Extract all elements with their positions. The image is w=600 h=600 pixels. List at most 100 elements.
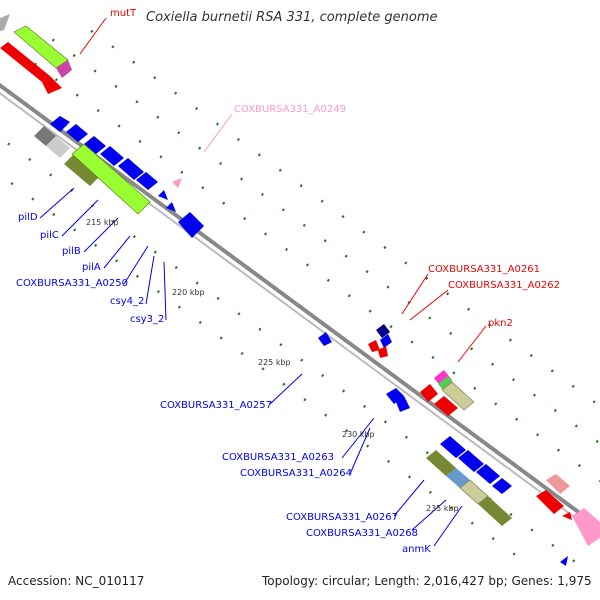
- tick-guide-dash: [387, 459, 391, 464]
- tick-guide-dash: [201, 186, 205, 190]
- gene-label-pilB: pilB: [62, 246, 81, 257]
- tick-guide-dash: [159, 155, 163, 159]
- tick-guide-dash: [362, 404, 367, 409]
- tick-guide-dash: [529, 353, 533, 358]
- tick-label-230: 230 kbp: [342, 430, 375, 439]
- tick-guide-dash: [10, 182, 14, 186]
- accession-text: Accession: NC_010117: [8, 574, 145, 588]
- tick-guide-dash: [344, 254, 348, 258]
- tick-guide-dash: [556, 448, 561, 452]
- tick-guide-dash: [180, 170, 184, 174]
- tick-guide-dash: [407, 475, 412, 479]
- tick-guide-dash: [111, 45, 115, 49]
- tick-guide-dash: [299, 184, 303, 188]
- tick-guide-dash: [174, 265, 178, 270]
- gene-label-mutT: mutT: [110, 8, 137, 19]
- tick-guide-dash: [117, 124, 121, 128]
- tick-guide-dash: [138, 139, 142, 144]
- tick-guide-dash: [28, 157, 32, 162]
- tick-guide-dash: [449, 506, 453, 510]
- tick-guide-dash: [511, 378, 516, 382]
- map-title: Coxiella burnetii RSA 331, complete geno…: [146, 10, 438, 25]
- feature-mutT: [0, 42, 62, 94]
- gene-label-a0249: COXBURSA331_A0249: [234, 104, 346, 115]
- tick-guide-dash: [509, 512, 513, 517]
- tick-guide-dash: [383, 245, 387, 250]
- feature-gray-pil: [34, 126, 70, 158]
- tick-guide-dash: [365, 270, 369, 274]
- feature-olive-pil: [64, 154, 100, 186]
- tick-guide-dash: [51, 38, 55, 42]
- tick-guide-dash: [261, 367, 265, 371]
- tick-guide-dash: [282, 382, 286, 386]
- tick-guide-dash: [284, 247, 289, 252]
- tick-guide-dash: [96, 108, 100, 113]
- tick-guide-dash: [342, 389, 346, 393]
- topology-summary-text: Topology: circular; Length: 2,016,427 bp…: [262, 574, 592, 588]
- gene-label-a0267: COXBURSA331_A0267: [286, 512, 398, 523]
- tick-guide-dash: [550, 369, 554, 373]
- tick-guide-dash: [258, 327, 262, 331]
- feature-blue-pil-row: [50, 116, 158, 190]
- tick-guide-dash: [530, 528, 534, 532]
- tick-guide-dash: [323, 239, 327, 243]
- gene-label-a0261: COXBURSA331_A0261: [428, 264, 540, 275]
- gene-label-a0262: COXBURSA331_A0262: [448, 280, 560, 291]
- tick-guide-dash: [452, 371, 456, 375]
- tick-guide-dash: [574, 424, 578, 428]
- tick-label-215: 215 kbp: [86, 218, 119, 227]
- feature-pink-a0249: [172, 178, 182, 188]
- tick-guide-dash: [508, 338, 512, 342]
- tick-guide-dash: [592, 400, 596, 404]
- tick-guide-dash: [156, 290, 160, 294]
- tick-guide-dash: [7, 142, 11, 146]
- feature-a0261-a0262: [368, 324, 392, 358]
- tick-guide-dash: [94, 243, 98, 247]
- feature-gray-top: [0, 14, 10, 32]
- gene-label-pilD: pilD: [18, 212, 38, 223]
- feature-blue-lower-row: [440, 436, 512, 494]
- tick-guide-dash: [72, 53, 76, 58]
- tick-guide-dash: [305, 263, 309, 267]
- feature-cog-green-top: [13, 25, 72, 78]
- tick-guide-dash: [114, 84, 118, 89]
- tick-guide-dash: [595, 439, 599, 444]
- tick-guide-dash: [326, 278, 330, 282]
- tick-guide-dash: [153, 76, 157, 80]
- tick-guide-dash: [431, 355, 435, 360]
- tick-guide-dash: [153, 250, 157, 254]
- tick-guide-dash: [300, 358, 304, 362]
- tick-guide-dash: [219, 336, 223, 340]
- feature-green-pil: [71, 143, 151, 215]
- tick-guide-dash: [177, 305, 181, 309]
- tick-guide-dash: [428, 316, 432, 320]
- tick-guide-dash: [321, 373, 325, 378]
- tick-guide-dash: [239, 177, 244, 181]
- tick-guide-dash: [195, 106, 199, 111]
- tick-guide-dash: [368, 309, 372, 313]
- tick-guide-dash: [215, 122, 220, 126]
- tick-guide-dash: [553, 408, 557, 413]
- tick-guide-dash: [487, 323, 492, 327]
- tick-guide-dash: [362, 230, 366, 234]
- tick-guide-dash: [93, 69, 97, 73]
- tick-guide-dash: [366, 444, 370, 448]
- tick-guide-dash: [264, 232, 268, 236]
- tick-guide-dash: [425, 276, 429, 280]
- feature-pkn2-cluster: [420, 370, 475, 416]
- tick-guide-dash: [491, 362, 495, 366]
- tick-guide-dash: [449, 331, 453, 335]
- tick-guide-dash: [49, 173, 53, 177]
- leader-lines: [39, 17, 487, 547]
- tick-guide-dash: [31, 197, 35, 201]
- tick-guide-dash: [135, 274, 140, 278]
- gene-label-a0264: COXBURSA331_A0264: [240, 468, 352, 479]
- tick-guide-dash: [404, 261, 408, 265]
- gene-label-csy3_2: csy3_2: [130, 314, 165, 325]
- tick-label-225: 225 kbp: [258, 358, 291, 367]
- gene-label-a0268: COXBURSA331_A0268: [306, 528, 418, 539]
- feature-blue-a0263: [386, 388, 410, 412]
- feature-blue-a0257: [318, 332, 332, 346]
- tick-guide-dash: [320, 199, 324, 203]
